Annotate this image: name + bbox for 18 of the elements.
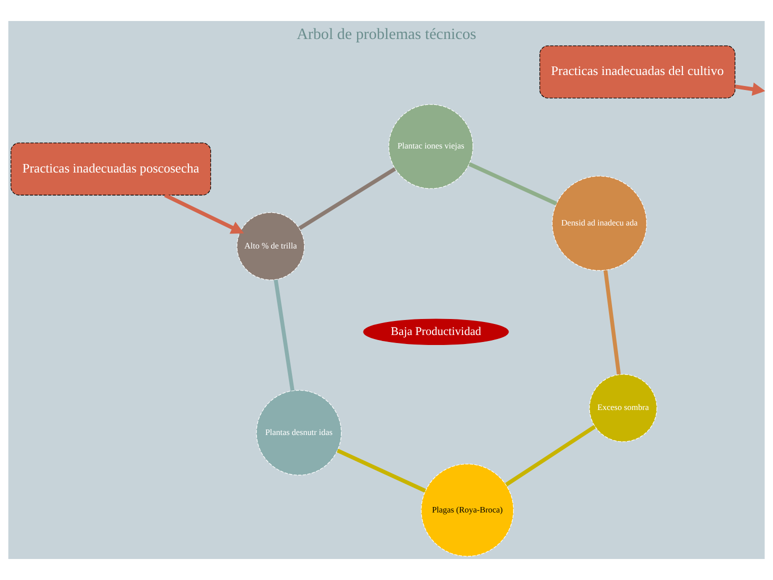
node-circle: Plantas desnutr idas	[256, 390, 342, 476]
connector	[298, 167, 396, 230]
node-circle: Plagas (Roya-Broca)	[420, 464, 514, 557]
connector	[274, 279, 294, 391]
node-circle: Plantac iones viejas	[388, 104, 474, 189]
node-circle: Exceso sombra	[589, 374, 658, 442]
connector	[336, 448, 426, 493]
node-ellipse: Baja Productividad	[363, 318, 509, 346]
node-box: Practicas inadecuadas del cultivo	[539, 45, 736, 98]
node-box: Practicas inadecuadas poscosecha	[10, 142, 212, 196]
diagram-title: Arbol de problemas técnicos	[296, 26, 476, 43]
connector	[505, 425, 596, 486]
arrow	[164, 193, 244, 234]
node-circle: Alto % de trilla	[236, 212, 305, 280]
connector	[604, 270, 621, 375]
node-circle: Densid ad inadecu ada	[552, 176, 647, 271]
connector	[468, 162, 558, 206]
arrow	[734, 82, 765, 96]
